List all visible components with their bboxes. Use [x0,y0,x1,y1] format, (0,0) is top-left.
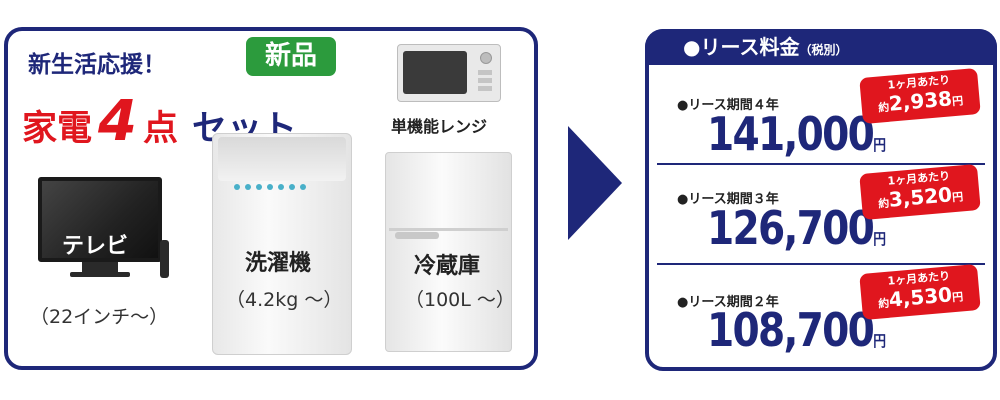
monthly-price-badge: 1ヶ月あたり 約2,938円 [859,67,981,125]
lease-plan-row: ●リース期間２年 108,700円 1ヶ月あたり 約4,530円 [649,263,993,363]
title-number: 4 [98,89,137,154]
tv-spec: （22インチ〜） [30,306,169,328]
title-kaden: 家電 [22,109,93,149]
tv-base [70,272,130,277]
lease-price-panel: ●リース料金（税別） ●リース期間４年 141,000円 1ヶ月あたり 約2,9… [645,29,997,371]
new-badge: 新品 [246,37,336,76]
remote-icon [160,240,169,278]
lease-header: ●リース料金（税別） [645,29,997,65]
fridge-label: 冷蔵庫 [414,254,481,279]
lease-plan-row: ●リース期間４年 141,000円 1ヶ月あたり 約2,938円 [649,67,993,167]
microwave-button [478,70,492,75]
microwave-button [478,86,492,91]
washer-spec: （4.2kg 〜） [226,289,343,311]
monthly-value: 3,520 [887,182,953,212]
monthly-value: 2,938 [887,86,953,116]
price-value: 141,000 [707,107,875,161]
price-unit: 円 [873,332,886,350]
monthly-value: 4,530 [887,282,953,312]
fridge-handle [395,232,439,239]
microwave-button [478,78,492,83]
tv-icon [38,177,162,262]
arrow-right-icon [568,126,622,240]
lease-period-label: ●リース期間２年 [677,295,779,310]
washer-control-panel [234,175,334,190]
tv-label: テレビ [62,234,129,259]
microwave-knob [480,52,492,64]
tax-note: （税別） [799,43,848,57]
lease-total-price: 126,700円 [707,201,886,255]
fridge-spec: （100L 〜） [405,289,515,311]
lease-header-title: ●リース料金 [683,35,800,59]
washer-label: 洗濯機 [245,251,312,276]
monthly-unit: 円 [951,190,964,205]
price-value: 108,700 [707,303,875,357]
fridge-door-line [389,228,508,231]
price-unit: 円 [873,136,886,154]
row-divider [657,163,985,165]
lease-total-price: 108,700円 [707,303,886,357]
lease-plan-row: ●リース期間３年 126,700円 1ヶ月あたり 約3,520円 [649,163,993,263]
campaign-title: 新生活応援！ [28,52,166,78]
row-divider [657,263,985,265]
washer-lid [218,137,346,181]
price-value: 126,700 [707,201,875,255]
tv-stand [82,262,118,272]
microwave-window [403,51,467,94]
microwave-label: 単機能レンジ [391,117,488,136]
monthly-unit: 円 [951,94,964,109]
title-ten: 点 [142,109,178,149]
lease-period-label: ●リース期間４年 [677,98,779,113]
price-unit: 円 [873,230,886,248]
lease-period-label: ●リース期間３年 [677,192,779,207]
monthly-price-badge: 1ヶ月あたり 約4,530円 [859,263,981,321]
lease-total-price: 141,000円 [707,107,886,161]
monthly-unit: 円 [951,290,964,305]
monthly-price-badge: 1ヶ月あたり 約3,520円 [859,163,981,221]
fridge-icon [385,152,512,352]
